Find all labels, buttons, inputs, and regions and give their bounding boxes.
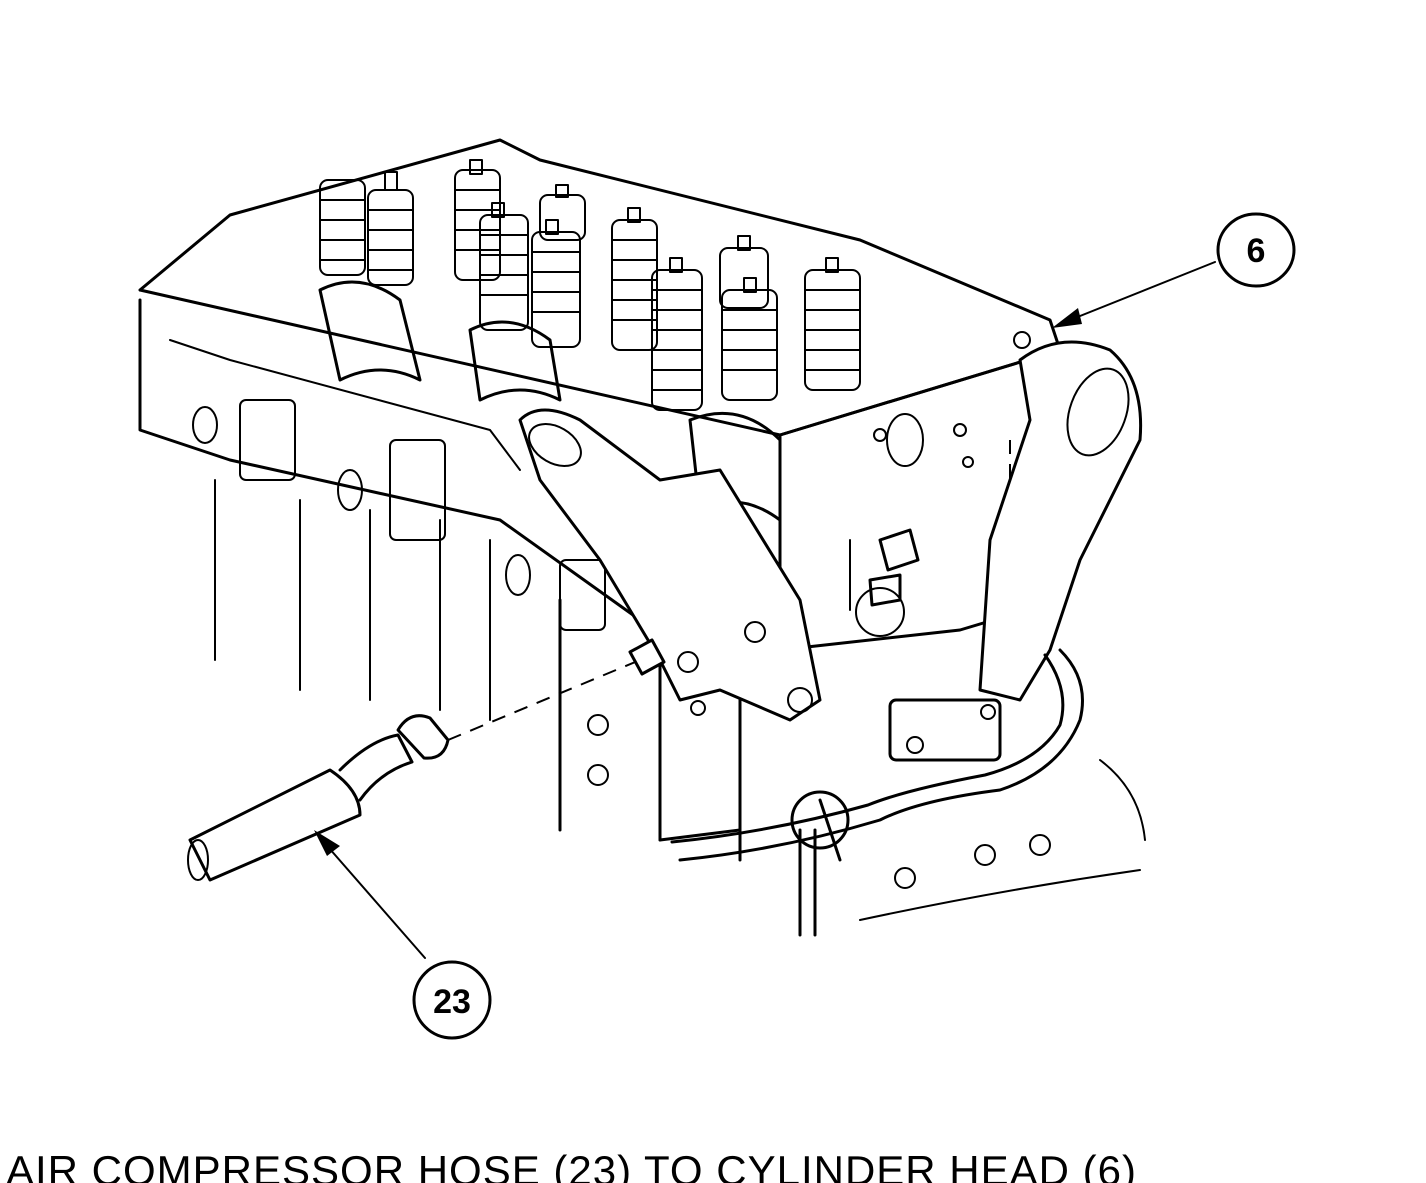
figure-caption: AIR COMPRESSOR HOSE (23) TO CYLINDER HEA… [6, 1150, 1137, 1183]
wiring-harness [670, 648, 1146, 937]
lifting-brackets [518, 340, 1143, 722]
air-compressor-hose [187, 638, 666, 882]
cylinder-head-illustration: 6 23 [138, 138, 1296, 1040]
callout-23-label: 23 [433, 983, 471, 1021]
valve-springs [319, 159, 861, 411]
cylinder-head [138, 138, 1062, 652]
callout-6: 6 [1052, 212, 1296, 328]
callout-23: 23 [314, 830, 492, 1040]
callout-6-label: 6 [1247, 232, 1266, 270]
